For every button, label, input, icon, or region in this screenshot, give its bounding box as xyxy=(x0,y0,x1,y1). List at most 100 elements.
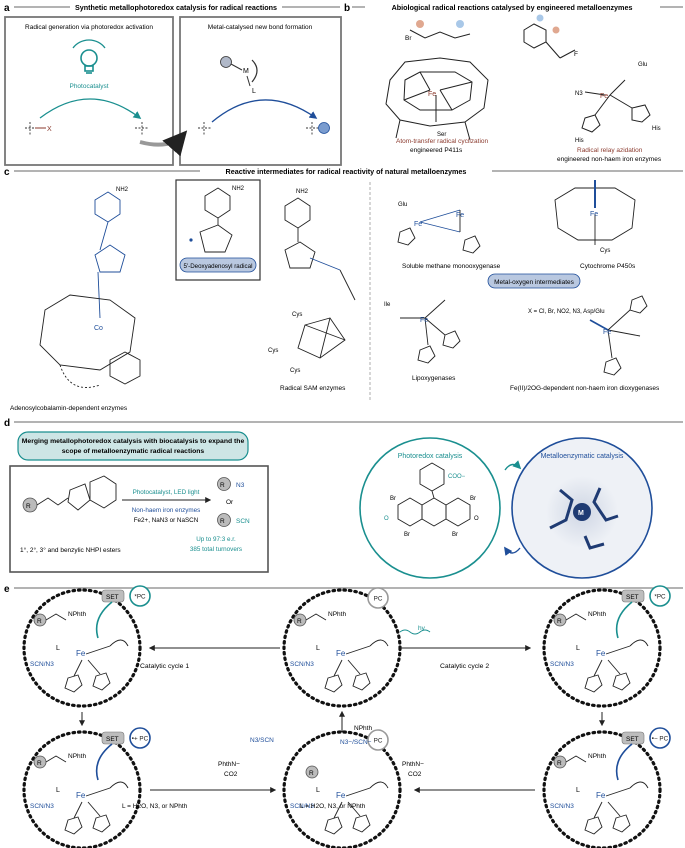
state-6-ester xyxy=(565,755,587,763)
cycle-layer: FeLSCN/N3RNPhthSET*PCFeLSCN/N3RNPhthPCFe… xyxy=(22,585,671,848)
state-3-pc-label: *PC xyxy=(654,594,666,601)
phthn-left: PhthN− xyxy=(218,761,240,768)
state-4-pc-label: •+ PC xyxy=(132,736,149,743)
state-1-l: L xyxy=(56,645,60,652)
state-6-nphth: NPhth xyxy=(588,753,606,760)
state-2-bond-o xyxy=(345,645,371,655)
panel-a-letter: a xyxy=(4,3,10,14)
n3-right: N3 xyxy=(575,91,583,97)
state-3-nphth: NPhth xyxy=(588,611,606,618)
cycle-labels: Catalytic cycle 1 Catalytic cycle 2 L = … xyxy=(122,625,489,810)
state-1-nphth: NPhth xyxy=(68,611,86,618)
state-5-pc-badge xyxy=(367,729,389,751)
state-5-imidazole-1 xyxy=(324,816,343,835)
metal-oxygen-label: Metal-oxygen intermediates xyxy=(494,279,575,286)
fe-2og: Fe xyxy=(603,329,611,336)
cys-sam-2: Cys xyxy=(268,348,278,354)
r-prod1: R xyxy=(220,482,225,489)
state-4-fe: Fe xyxy=(76,791,86,800)
2og-structure xyxy=(589,295,648,376)
f-right: F xyxy=(574,51,578,58)
nh2-cobalamin: NH2 xyxy=(116,187,129,193)
hv-label: hv xyxy=(418,625,426,632)
cycle1-label: Catalytic cycle 1 xyxy=(140,663,189,670)
adenosyl-pill xyxy=(179,257,257,273)
glu-right: Glu xyxy=(638,62,647,68)
box-photoredox xyxy=(4,16,174,166)
state-2-scn: SCN/N3 xyxy=(290,661,314,668)
adenosyl-label: 5′-Deoxyadenosyl radical xyxy=(184,263,253,270)
state-2-pc-badge xyxy=(367,587,389,609)
state-5-radical xyxy=(305,765,319,779)
conditions-1: Photocatalyst, LED light xyxy=(133,489,200,496)
fe-right: Fe xyxy=(600,93,608,100)
panel-b-letter: b xyxy=(344,3,350,14)
state-6-circle xyxy=(542,730,662,848)
state-3-ester xyxy=(565,613,587,621)
phthn-right: PhthN− xyxy=(402,761,424,768)
cobalamin-structure xyxy=(39,191,141,388)
er-label: Up to 97:3 e.r. xyxy=(196,536,236,543)
state-4-r: R xyxy=(37,760,42,767)
panel-e-letter: e xyxy=(4,584,10,595)
his-right-2: His xyxy=(652,126,661,132)
state-5-scn: SCN/N3 xyxy=(290,803,314,810)
metal-oxygen-pill xyxy=(487,273,581,289)
glu-mmo: Glu xyxy=(398,202,407,208)
state-6-scn: SCN/N3 xyxy=(550,803,574,810)
fe-p450: Fe xyxy=(590,211,598,218)
lipox-label: Lipoxygenases xyxy=(412,375,456,382)
state-6-set-arrow xyxy=(615,743,633,781)
o-minus: O xyxy=(384,516,389,522)
state-3-fe: Fe xyxy=(596,649,606,658)
state-1-carboxylate xyxy=(109,639,129,647)
br-4: Br xyxy=(452,532,458,538)
cycle2-label: Catalytic cycle 2 xyxy=(440,663,489,670)
fe-mmo-2: Fe xyxy=(456,212,464,219)
state-6-imidazole-1 xyxy=(584,816,603,835)
coo-label: COO− xyxy=(448,474,466,480)
eosin-structure xyxy=(397,462,471,527)
state-5-fe: Fe xyxy=(336,791,346,800)
state-4-set: SET xyxy=(106,736,119,743)
state-4-bond-his2 xyxy=(87,801,101,817)
state-2-l: L xyxy=(316,645,320,652)
state-1-set: SET xyxy=(106,594,119,601)
anions-label: N3−/SCN− xyxy=(340,739,372,746)
state-1-imidazole-2 xyxy=(92,672,111,691)
adenosyl-structure xyxy=(199,187,233,253)
fe-left: Fe xyxy=(428,91,436,98)
state-2-fe: Fe xyxy=(336,649,346,658)
product-scn: SCN xyxy=(236,518,250,525)
state-2-nphth: NPhth xyxy=(328,611,346,618)
nh2-sam: NH2 xyxy=(296,189,309,195)
photocatalyst-label: Photocatalyst xyxy=(69,83,108,90)
state-5-bond-o xyxy=(345,787,371,797)
state-3-bond-his1 xyxy=(593,659,603,677)
hv-wave xyxy=(399,629,431,635)
atrc-label: Atom-transfer radical cyclization xyxy=(396,138,488,145)
state-6-r: R xyxy=(557,760,562,767)
state-5-bond-his2 xyxy=(347,801,361,817)
state-3-set: SET xyxy=(626,594,639,601)
state-6-carboxylate xyxy=(629,781,649,789)
state-4-carboxylate xyxy=(109,781,129,789)
enzyme-sidechains xyxy=(549,487,619,550)
state-2-ester xyxy=(305,613,327,621)
state-6-pc-badge xyxy=(649,727,671,749)
l-def-left: L = H2O, N3, or NPhth xyxy=(122,803,188,810)
panel-d-title-2: scope of metalloenzymatic radical reacti… xyxy=(62,448,205,455)
relay-label: Radical relay azidation xyxy=(577,147,643,154)
panel-d-letter: d xyxy=(4,418,10,429)
state-6-set-box xyxy=(621,731,645,745)
fe-mmo-1: Fe xyxy=(414,221,422,228)
state-1-r: R xyxy=(37,618,42,625)
state-2-imidazole-1 xyxy=(324,674,343,693)
state-3-carboxylate xyxy=(629,639,649,647)
metal-center-m: M xyxy=(578,510,584,517)
nhpi-ester xyxy=(36,475,117,511)
state-6-set: SET xyxy=(626,736,639,743)
state-1-scn: SCN/N3 xyxy=(30,661,54,668)
cys-p450: Cys xyxy=(600,248,610,254)
panel-b: b Abiological radical reactions catalyse… xyxy=(344,3,683,163)
